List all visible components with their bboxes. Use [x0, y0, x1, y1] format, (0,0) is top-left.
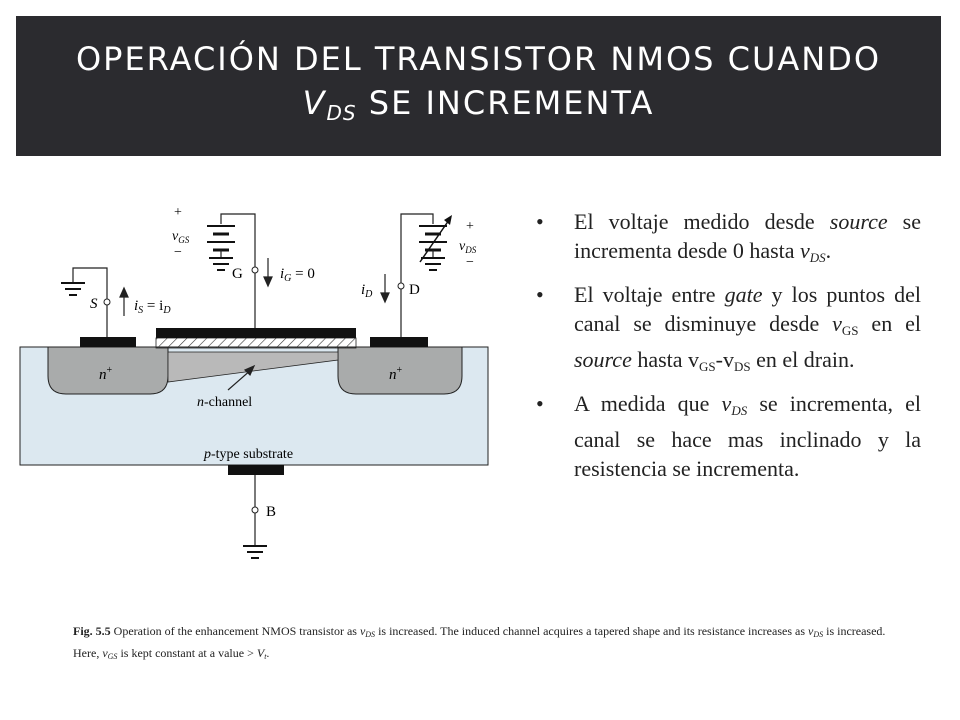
drain-wire — [400, 213, 434, 337]
title-rest: SE INCREMENTA — [356, 84, 655, 122]
gate-label: G — [232, 266, 243, 282]
ig-label: iG = 0 — [280, 266, 315, 284]
source-terminal — [103, 298, 111, 306]
body-contact — [228, 465, 284, 475]
vds-plus-label: + — [466, 219, 474, 234]
gate-oxide — [155, 337, 357, 349]
body-label: B — [266, 504, 276, 520]
slide-title: OPERACIÓN DEL TRANSISTOR NMOS CUANDO VDS… — [16, 16, 941, 156]
vgs-minus-label: − — [174, 245, 182, 260]
drain-contact — [370, 337, 428, 347]
is-label: iS = iD — [134, 298, 171, 316]
gate-terminal — [251, 266, 259, 274]
title-line-2: VDS SE INCREMENTA — [16, 81, 941, 135]
gate-ground-icon — [209, 257, 233, 271]
n-plus-right-label: n+ — [389, 365, 403, 383]
bullet-dot: • — [536, 391, 544, 416]
bullet-item: •A medida que vDS se incrementa, el cana… — [536, 391, 921, 481]
nmos-transistor-diagram: + vGS − G iG = 0 + vDS − iD D S iS = iD … — [19, 205, 489, 559]
n-channel-label: n-channel — [197, 395, 252, 410]
body-terminal — [251, 506, 259, 514]
n-channel-pointer-icon — [227, 364, 256, 391]
vgs-label: vGS — [172, 229, 190, 245]
drain-ground-icon — [421, 257, 445, 271]
source-contact — [80, 337, 136, 347]
vds-label: vDS — [459, 239, 477, 255]
figure-number: Fig. 5.5 — [73, 624, 111, 638]
body-ground-icon — [243, 545, 267, 559]
bullet-item: •El voltaje entre gate y los puntos del … — [536, 282, 921, 374]
title-v: V — [302, 84, 327, 122]
drain-label: D — [409, 282, 420, 298]
vds-minus-label: − — [466, 255, 474, 270]
bullet-dot: • — [536, 209, 544, 234]
id-arrow-icon — [380, 274, 390, 304]
title-line-1: OPERACIÓN DEL TRANSISTOR NMOS CUANDO — [75, 40, 882, 78]
vds-variable-battery-icon — [419, 219, 450, 263]
vgs-plus-label: + — [174, 205, 182, 220]
n-plus-left-label: n+ — [99, 365, 113, 383]
vds-arrow-head — [444, 215, 452, 225]
is-arrow-icon — [119, 286, 129, 316]
n-plus-region-right — [337, 346, 463, 395]
bullet-item: •El voltaje medido desde source se incre… — [536, 209, 922, 265]
figure-caption: Fig. 5.5 Operation of the enhancement NM… — [73, 624, 886, 661]
title-v-subscript: DS — [326, 101, 357, 125]
source-ground-icon — [61, 282, 85, 296]
bullet-list: •El voltaje medido desde source se incre… — [536, 207, 921, 491]
drain-terminal — [397, 282, 405, 290]
vgs-battery-icon — [207, 225, 235, 252]
id-label: iD — [361, 282, 373, 300]
bullet-dot: • — [536, 282, 544, 307]
ig-arrow-icon — [263, 258, 273, 288]
source-label: S — [90, 296, 98, 312]
gate-electrode — [156, 328, 356, 338]
substrate-label: p-type substrate — [203, 447, 293, 462]
